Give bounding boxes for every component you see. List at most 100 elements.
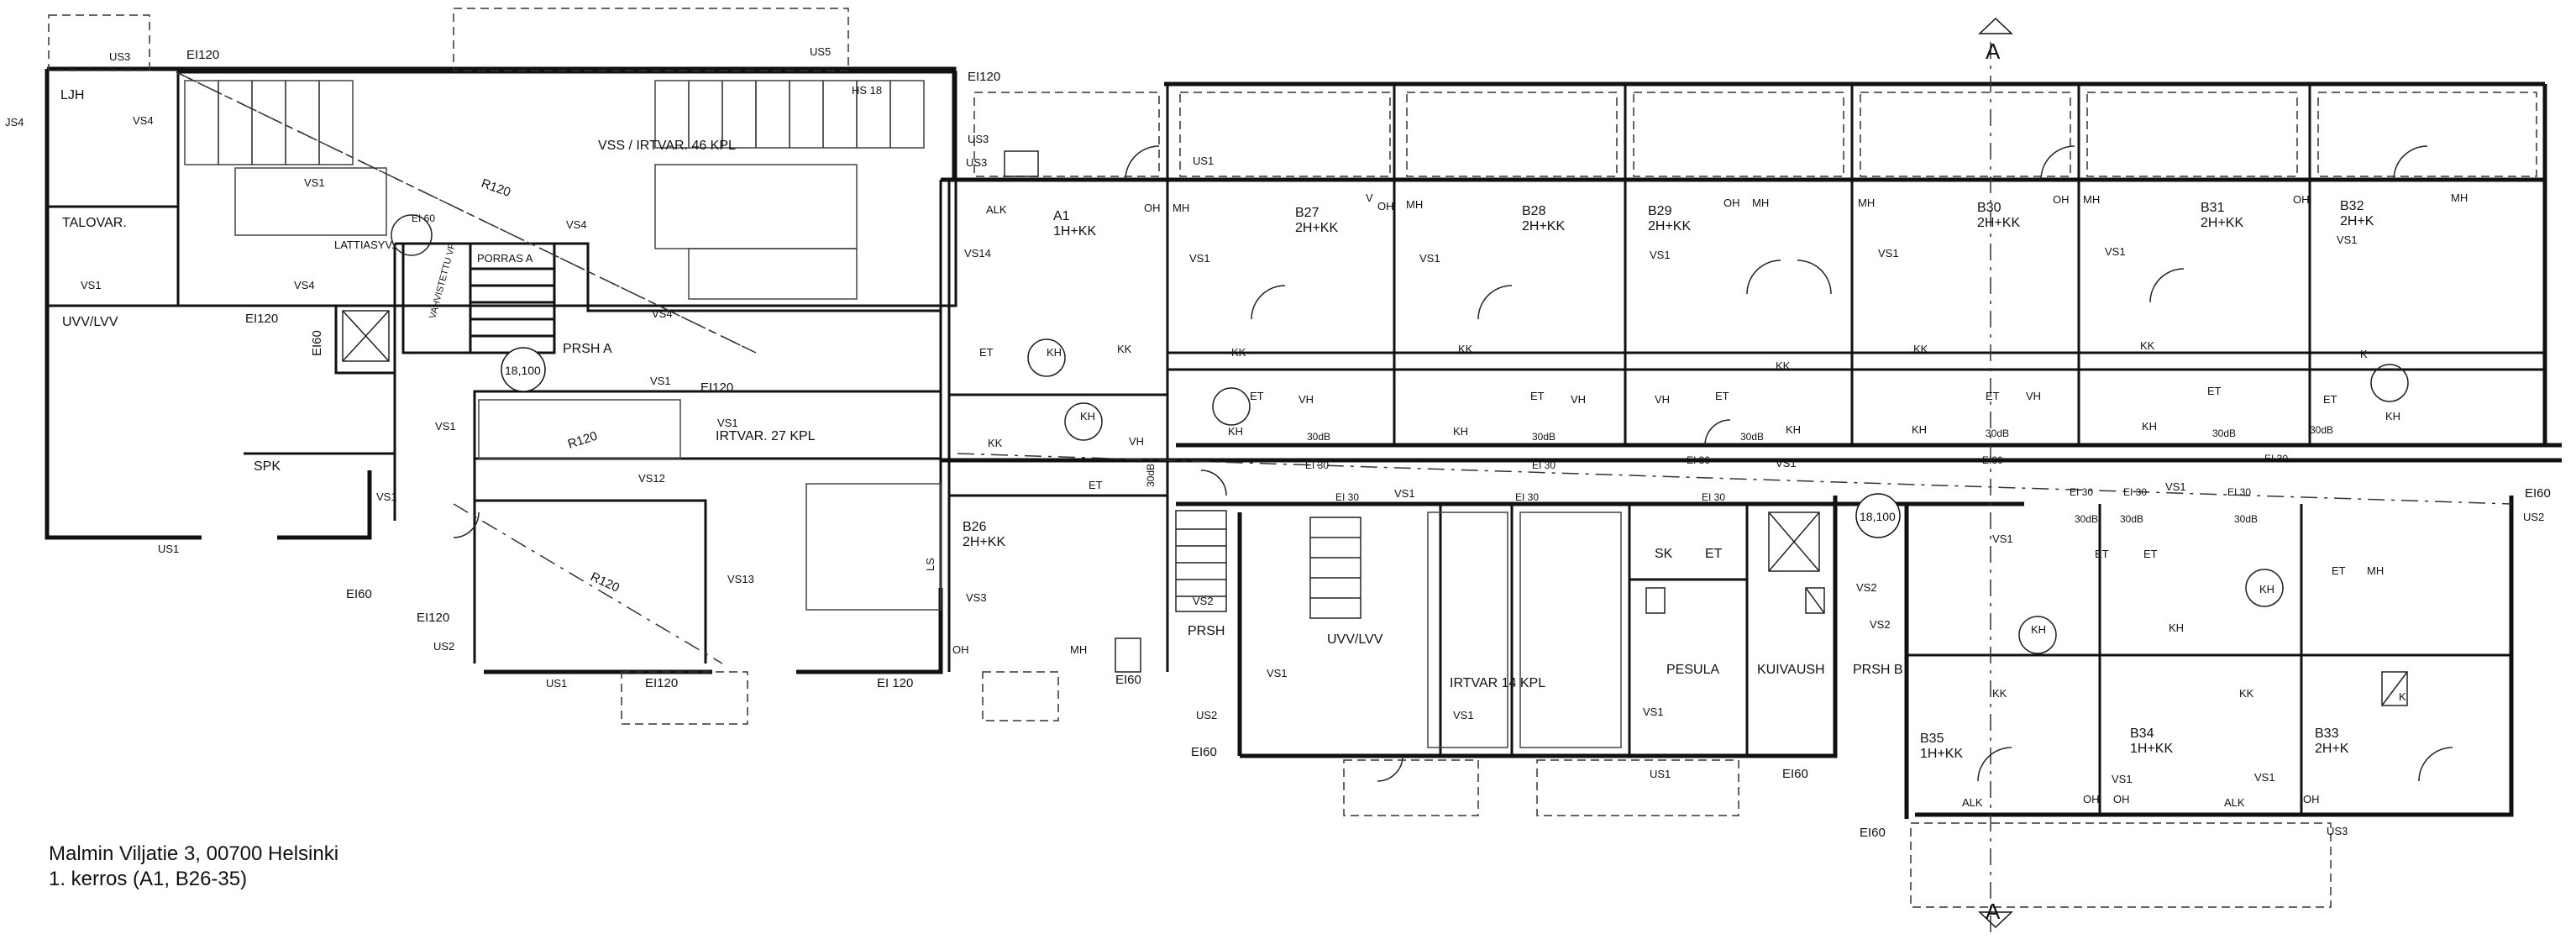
tag-vs1: VS1 xyxy=(81,279,102,291)
fixture-kh: KH xyxy=(1912,423,1927,436)
acoustic-30db: 30dB xyxy=(1986,428,2009,439)
room-b32: B32 xyxy=(2340,199,2364,213)
fixture-oh: OH xyxy=(2293,193,2310,206)
fire-ei60: EI60 xyxy=(310,330,324,356)
fire-ei30: EI 30 xyxy=(2227,486,2251,498)
section-markers: A A xyxy=(1978,17,2013,929)
room-labels: LJH TALOVAR. UVV/LVV SPK VSS / IRTVAR. 4… xyxy=(60,88,2374,761)
room-spk: SPK xyxy=(254,459,281,474)
fire-ei60: EI60 xyxy=(346,587,372,601)
tag-us1: US1 xyxy=(1193,155,1214,167)
fixture-kh: KH xyxy=(1786,423,1801,436)
fixture-kk: KK xyxy=(1776,359,1791,372)
fixture-k: K xyxy=(2360,348,2368,360)
room-uvv-lvv-mid: UVV/LVV xyxy=(1327,632,1383,647)
room-b31-type: 2H+KK xyxy=(2201,216,2243,230)
fixture-kh: KH xyxy=(1453,425,1468,438)
tag-vs1: VS1 xyxy=(1419,252,1440,265)
storage-cells xyxy=(184,80,1622,748)
fixture-mh: MH xyxy=(2083,193,2100,206)
tag-vs1: VS1 xyxy=(717,417,738,429)
tag-vs1: VS1 xyxy=(1394,487,1415,500)
drawing-caption: Malmin Viljatie 3, 00700 Helsinki 1. ker… xyxy=(49,842,338,892)
fire-ei60: EI60 xyxy=(1191,745,1217,759)
tag-vs1: VS1 xyxy=(1453,709,1474,721)
fire-ei120: EI120 xyxy=(700,380,733,395)
fire-ei30: EI 30 xyxy=(1702,491,1725,503)
caption-address: Malmin Viljatie 3, 00700 Helsinki xyxy=(49,842,339,865)
elevation-markers: 18,100 18,100 xyxy=(501,347,1901,538)
tag-vs2: VS2 xyxy=(1193,595,1214,607)
tag-us1: US1 xyxy=(158,543,179,555)
acoustic-30db: 30dB xyxy=(2234,513,2258,525)
fire-ei30: EI 30 xyxy=(2123,486,2147,498)
acoustic-30db: 30dB xyxy=(2075,513,2098,525)
fixture-alk: ALK xyxy=(1962,796,1983,809)
room-irtvar-27: IRTVAR. 27 KPL xyxy=(716,429,816,443)
tag-vs4: VS4 xyxy=(652,307,673,320)
fire-ei30: EI 30 xyxy=(1687,454,1710,466)
room-b33-type: 2H+K xyxy=(2315,742,2349,756)
fixture-kk: KK xyxy=(2140,339,2155,352)
fixture-vh: VH xyxy=(2026,390,2041,402)
fire-ei-60-sp: EI 60 xyxy=(412,212,435,224)
fixture-et: ET xyxy=(1089,479,1103,491)
fixture-oh: OH xyxy=(1723,197,1740,209)
tag-vs14: VS14 xyxy=(964,247,991,260)
fire-ei30: EI 30 xyxy=(1305,459,1329,471)
tag-vs3: VS3 xyxy=(966,591,987,604)
exterior-walls xyxy=(45,66,2562,819)
fixture-kk: KK xyxy=(1231,346,1246,359)
tag-js4: JS4 xyxy=(5,116,24,129)
fixture-et: ET xyxy=(2143,548,2158,560)
fire-ei30: EI 30 xyxy=(2264,453,2288,464)
fire-ei60: EI60 xyxy=(1782,767,1808,781)
room-b35-type: 1H+KK xyxy=(1920,747,1963,761)
fixture-kh: KH xyxy=(1228,425,1243,438)
fire-ei60: EI60 xyxy=(1860,826,1886,840)
room-et: ET xyxy=(1705,547,1723,561)
room-b26: B26 xyxy=(963,520,987,534)
elevation-a: 18,100 xyxy=(505,364,541,377)
room-irtvar-14: IRTVAR 14 KPL xyxy=(1450,676,1545,690)
fixture-et: ET xyxy=(2323,393,2337,406)
tag-vs1: VS1 xyxy=(376,490,397,503)
fixture-alk: ALK xyxy=(2224,796,2245,809)
acoustic-30db: 30dB xyxy=(1532,431,1556,443)
interior-walls xyxy=(47,71,2545,815)
room-b34-type: 1H+KK xyxy=(2130,742,2173,756)
room-b34: B34 xyxy=(2130,727,2154,741)
fixture-kh: KH xyxy=(2259,583,2274,595)
fire-ei-120-sp: EI 120 xyxy=(877,676,913,690)
fixture-kk: KK xyxy=(1458,343,1473,355)
tag-vs2: VS2 xyxy=(1870,618,1891,631)
fixture-mh: MH xyxy=(2451,191,2468,204)
tag-us2: US2 xyxy=(2523,511,2544,523)
room-b31: B31 xyxy=(2201,201,2225,215)
room-sk: SK xyxy=(1655,547,1673,561)
tag-vs4: VS4 xyxy=(566,218,587,231)
tag-us1: US1 xyxy=(546,677,567,690)
fixture-mh: MH xyxy=(1070,643,1087,656)
tag-vs1: VS1 xyxy=(1643,706,1664,718)
section-mark-bottom: A xyxy=(1986,899,2001,924)
room-vss-irtvar: VSS / IRTVAR. 46 KPL xyxy=(598,139,736,153)
fire-ei120: EI120 xyxy=(245,312,278,326)
tag-vs2: VS2 xyxy=(1856,581,1877,594)
tag-vs1: VS1 xyxy=(2105,245,2126,258)
fire-ei120: EI120 xyxy=(417,611,449,625)
tag-vs12: VS12 xyxy=(638,472,665,485)
tag-vs13: VS13 xyxy=(727,573,754,585)
fixture-kk: KK xyxy=(2239,687,2254,700)
tag-vs1: VS1 xyxy=(1878,247,1899,260)
fire-ei30: EI 30 xyxy=(1335,491,1359,503)
tag-vs1: VS1 xyxy=(2337,233,2358,246)
fixture-mh: MH xyxy=(1406,198,1423,211)
fixture-kk: KK xyxy=(988,437,1003,449)
tag-vs1: VS1 xyxy=(1650,249,1671,261)
fixture-mh: MH xyxy=(1752,197,1769,209)
equipment-labels: US3 US5 HS 18 JS4 VS4 VS1 VS1 VS4 VS4 VS… xyxy=(5,45,2544,837)
room-porras-a: PORRAS A xyxy=(477,252,533,265)
fire-ei120: EI120 xyxy=(186,48,219,62)
room-b28-type: 2H+KK xyxy=(1522,219,1565,233)
